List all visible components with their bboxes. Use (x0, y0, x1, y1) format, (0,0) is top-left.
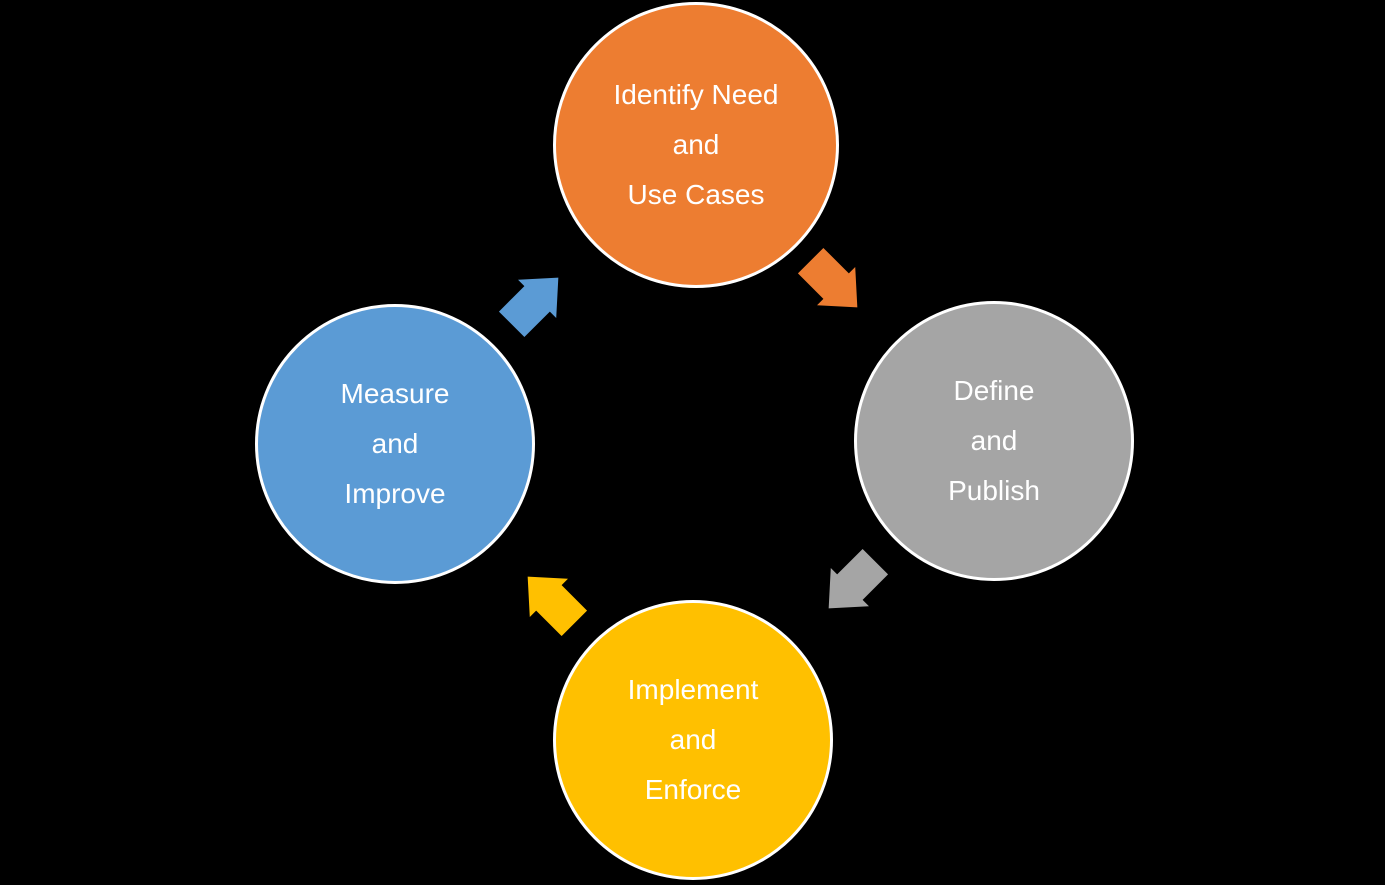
node-measure-improve: Measure and Improve (255, 304, 535, 584)
node-label-line: and (371, 428, 419, 459)
node-label-line: Identify Need (613, 79, 779, 110)
node-label-line: and (672, 129, 720, 160)
node-identify-need: Identify Need and Use Cases (553, 2, 839, 288)
node-label-line: Enforce (644, 774, 742, 805)
node-label-line: and (669, 724, 717, 755)
node-implement-enforce: Implement and Enforce (553, 600, 833, 880)
node-label-line: Measure (340, 378, 450, 409)
node-label-line: Improve (344, 478, 446, 509)
node-label-line: Define (953, 375, 1035, 406)
arrow-measure-to-identify-icon (498, 277, 559, 338)
node-label-line: Implement (627, 674, 759, 705)
arrow-identify-to-define-icon (797, 247, 858, 308)
arrow-define-to-implement-icon (828, 548, 889, 609)
node-label-line: Publish (948, 475, 1040, 506)
arrow-implement-to-measure-icon (527, 576, 588, 637)
node-define-publish: Define and Publish (854, 301, 1134, 581)
node-label-line: and (970, 425, 1018, 456)
node-label-line: Use Cases (627, 179, 765, 210)
